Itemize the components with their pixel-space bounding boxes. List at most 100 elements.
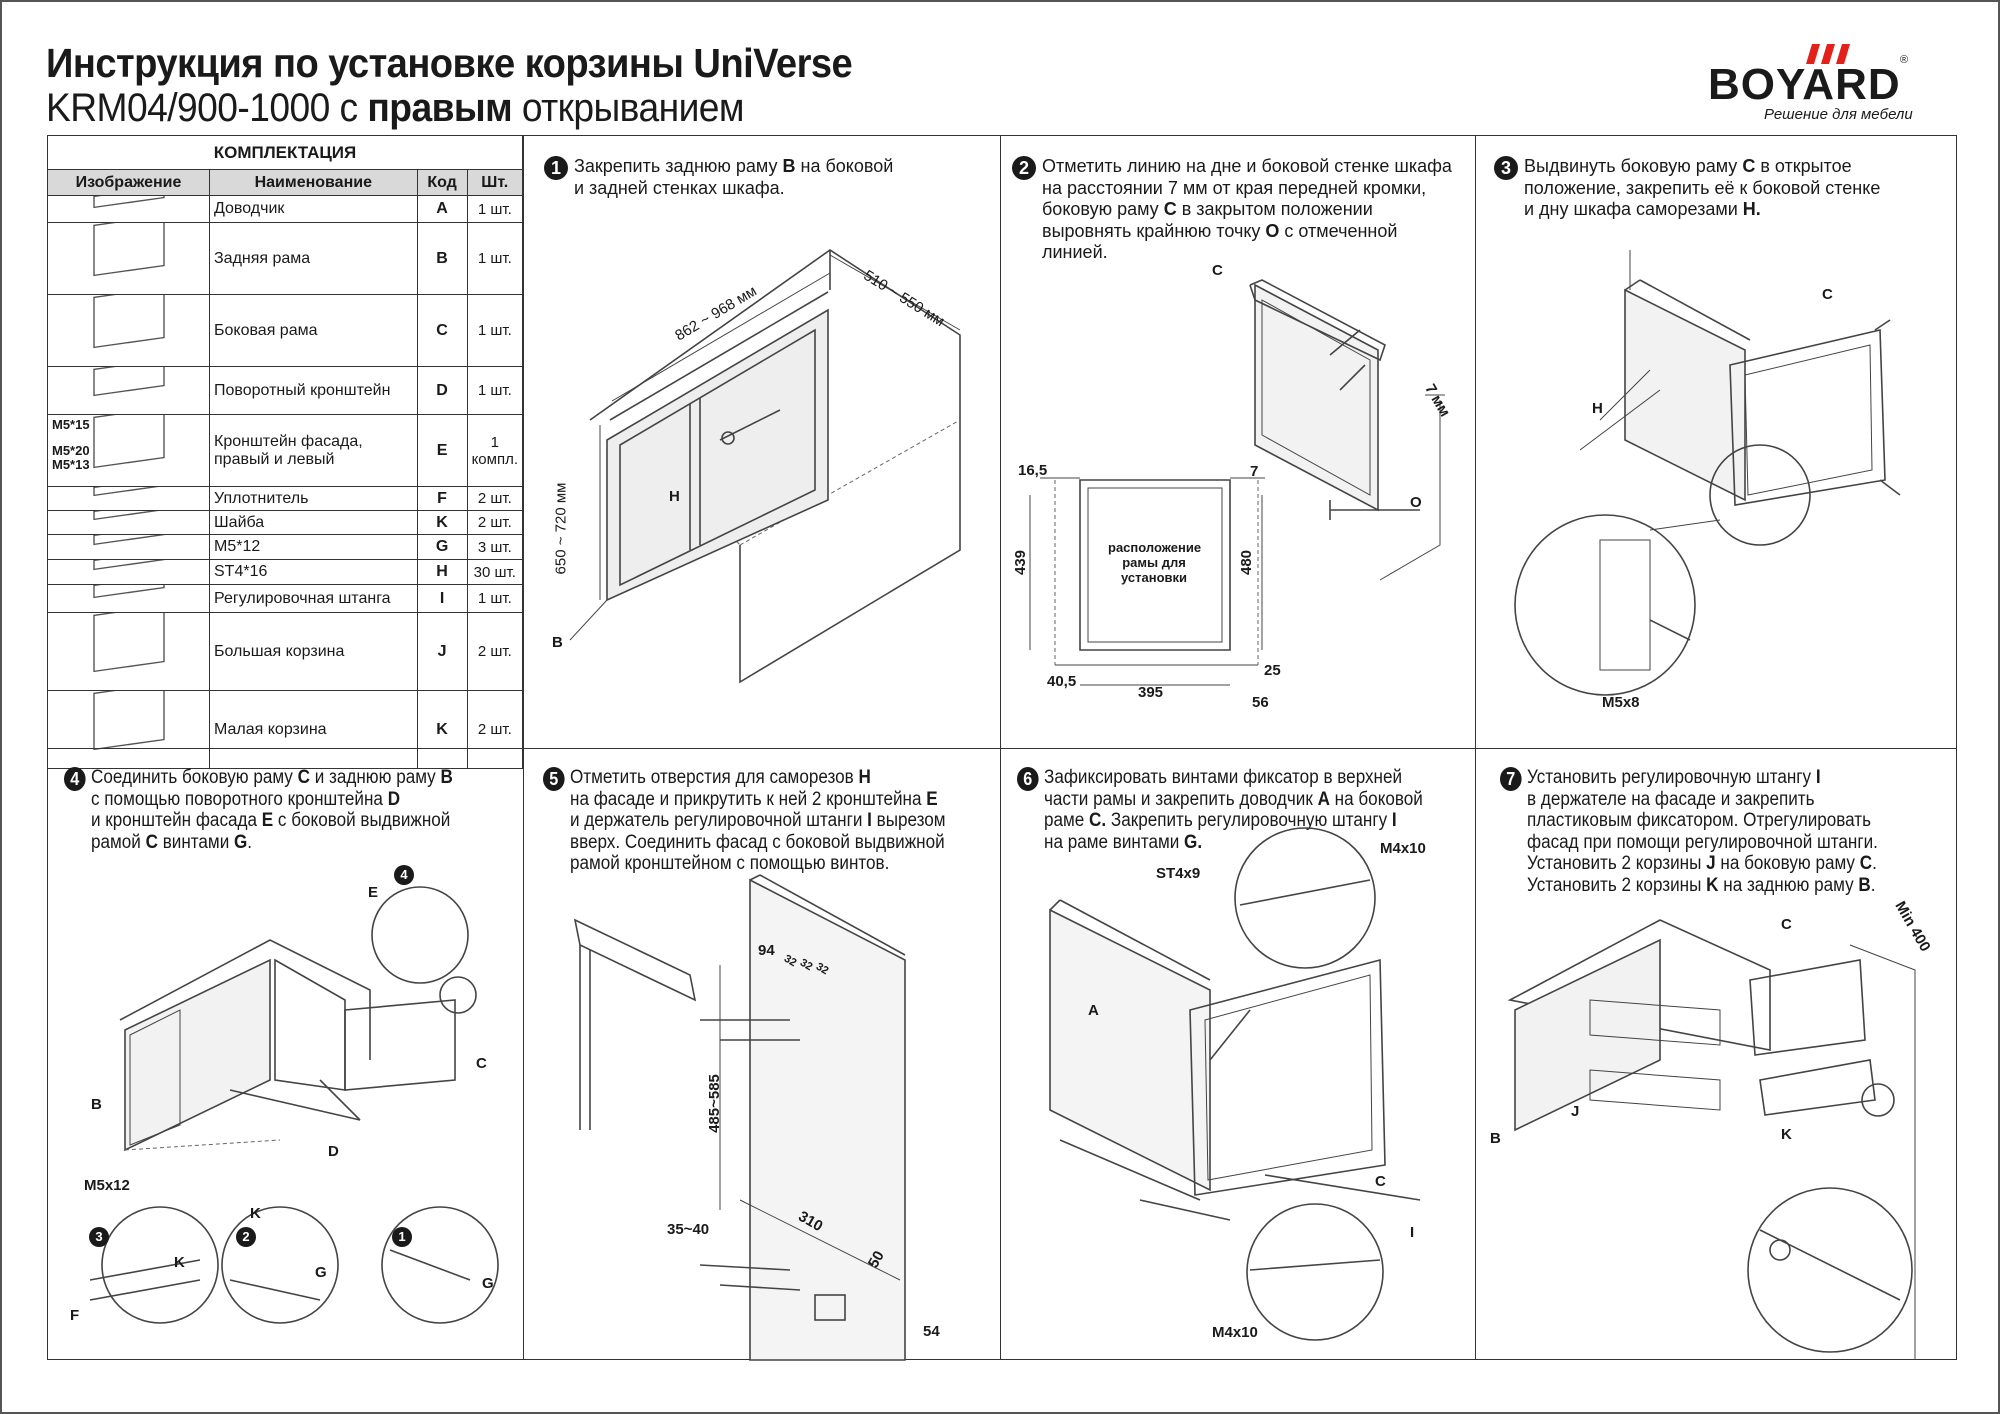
boyard-logo: BOYARD ® Решение для мебели xyxy=(1700,40,1940,123)
instruction-line: части рамы и закрепить доводчик A на бок… xyxy=(1044,789,1423,811)
callout-st4x9: ST4x9 xyxy=(1156,865,1201,882)
step-number-badge: 1 xyxy=(544,156,568,180)
instruction-line: боковую раму C в закрытом положении xyxy=(1042,199,1452,221)
callout-h: H xyxy=(669,488,680,505)
instruction-line: на фасаде и прикрутить к ней 2 кронштейн… xyxy=(570,789,946,811)
callout-m4x10: M4x10 xyxy=(1380,840,1426,857)
instruction-line: выровнять крайнюю точку O с отмеченной xyxy=(1042,221,1452,243)
part-qty: 1 шт. xyxy=(466,366,524,415)
part-reference: C. xyxy=(1089,810,1107,831)
instruction-text: выровнять крайнюю точку xyxy=(1042,220,1266,241)
callout-k: K xyxy=(250,1205,261,1222)
part-drawing-icon xyxy=(92,185,165,209)
part-name: Шайба xyxy=(209,510,418,535)
callout-m5x12: M5x12 xyxy=(84,1177,130,1194)
parts-table-title: КОМПЛЕКТАЦИЯ xyxy=(47,135,523,170)
part-reference: C xyxy=(1163,199,1177,219)
instruction-line: линией. xyxy=(1042,242,1452,264)
instruction-text: на фасаде и прикрутить к ней 2 кронштейн… xyxy=(570,788,927,810)
part-reference: G xyxy=(234,831,248,853)
part-drawing-icon xyxy=(92,358,165,397)
callout-c: C xyxy=(1822,286,1833,303)
instruction-text: вырезом xyxy=(871,810,946,831)
instruction-text: Отметить отверстия для саморезов xyxy=(570,767,859,788)
logo-registered: ® xyxy=(1900,54,1909,66)
instruction-text: рамой кронштейном с помощью винтов. xyxy=(570,853,890,874)
detail-number-4: 4 xyxy=(394,865,414,885)
dim-16-5: 16,5 xyxy=(1018,462,1048,479)
logo-flags-icon xyxy=(1806,44,1850,64)
instruction-text: Закрепить регулировочную штангу xyxy=(1106,810,1392,831)
instruction-text: и дну шкафа саморезами xyxy=(1524,199,1743,219)
callout-h: H xyxy=(1592,400,1603,417)
instruction-text: винтами xyxy=(157,831,235,853)
instruction-text: линией. xyxy=(1042,242,1108,262)
instruction-line: Соединить боковую раму C и заднюю раму B xyxy=(91,767,453,789)
dim-40-5: 40,5 xyxy=(1047,673,1077,690)
part-name: ST4*16 xyxy=(209,559,418,585)
part-reference: G. xyxy=(1184,831,1203,853)
subtitle-part: KRM04/900-1000 с xyxy=(46,86,368,130)
instruction-text: Отметить линию на дне и боковой стенке ш… xyxy=(1042,156,1452,176)
instruction-text: . xyxy=(1872,853,1877,874)
part-name: Малая корзина xyxy=(209,690,418,769)
part-qty: 2 шт. xyxy=(466,612,524,691)
step-number-badge: 5 xyxy=(543,767,565,791)
instruction-text: в держателе на фасаде и закрепить xyxy=(1527,788,1815,810)
part-code: H xyxy=(416,559,468,585)
part-name: Боковая рама xyxy=(209,294,418,367)
instruction-line: Выдвинуть боковую раму C в открытое xyxy=(1524,156,1880,178)
part-reference: B xyxy=(782,156,796,176)
callout-k: K xyxy=(174,1254,185,1271)
instruction-text: на боковой xyxy=(795,156,894,176)
callout-m5x8: M5x8 xyxy=(1602,694,1640,711)
part-reference: I xyxy=(867,810,872,831)
part-code: F xyxy=(416,486,468,511)
part-image xyxy=(47,500,210,535)
dim-25: 25 xyxy=(1264,662,1281,679)
instruction-line: и кронштейн фасада E с боковой выдвижной xyxy=(91,810,453,832)
instruction-line: вверх. Соединить фасад с боковой выдвижн… xyxy=(570,832,946,854)
part-name: Задняя рама xyxy=(209,222,418,295)
callout-c: C xyxy=(1781,916,1792,933)
dim-54: 54 xyxy=(923,1323,940,1340)
document-subtitle: KRM04/900-1000 с правым открыванием xyxy=(46,86,745,131)
part-qty: 2 шт. xyxy=(466,486,524,511)
instruction-line: рамой C винтами G. xyxy=(91,832,453,854)
logo-wordmark: BOYARD xyxy=(1708,60,1901,109)
step-3-panel xyxy=(1475,135,1957,749)
instruction-text: Выдвинуть боковую раму xyxy=(1524,156,1743,176)
part-code: E xyxy=(416,414,468,487)
part-image xyxy=(47,476,210,511)
part-name: Поворотный кронштейн xyxy=(209,366,418,415)
instruction-line: Закрепить заднюю раму B на боковой xyxy=(574,156,893,178)
callout-f: F xyxy=(70,1307,80,1324)
instruction-text: . xyxy=(1870,874,1876,896)
instruction-text: на заднюю раму xyxy=(1718,874,1859,896)
frame-position-note: расположение рамы для установки xyxy=(1108,540,1202,585)
detail-number-3: 3 xyxy=(89,1227,109,1247)
part-reference: C xyxy=(145,831,158,853)
part-drawing-icon xyxy=(92,524,165,546)
part-code: B xyxy=(416,222,468,295)
part-reference: B xyxy=(440,767,453,788)
callout-a: A xyxy=(1088,1002,1099,1019)
part-qty: 1 шт. xyxy=(466,195,524,223)
instruction-text: с боковой выдвижной xyxy=(273,810,451,831)
instruction-line: Отметить линию на дне и боковой стенке ш… xyxy=(1042,156,1452,178)
instruction-text: на расстоянии 7 мм от края передней кром… xyxy=(1042,177,1427,198)
dim-94: 94 xyxy=(758,942,775,959)
part-qty: 1 шт. xyxy=(466,222,524,295)
logo-tagline: Решение для мебели xyxy=(1764,106,1913,123)
part-qty: 30 шт. xyxy=(466,559,524,585)
callout-b: B xyxy=(1490,1130,1501,1147)
instruction-text: и кронштейн фасада xyxy=(91,810,262,831)
